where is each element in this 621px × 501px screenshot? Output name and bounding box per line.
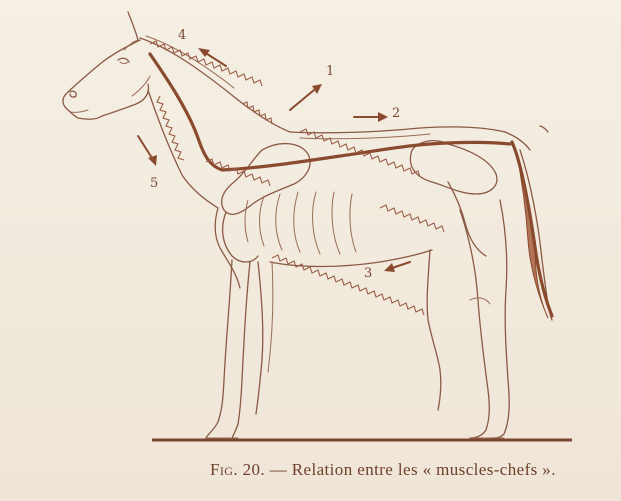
horse-outline bbox=[63, 12, 552, 438]
arrow-1-head bbox=[312, 84, 322, 94]
direction-arrows bbox=[138, 48, 548, 272]
arrow-3-head bbox=[384, 263, 395, 272]
tail-mark bbox=[540, 126, 548, 132]
arrow-2-head bbox=[378, 112, 388, 122]
label-3: 3 bbox=[364, 266, 372, 281]
label-2: 2 bbox=[392, 106, 400, 121]
label-5: 5 bbox=[150, 176, 158, 191]
label-4: 4 bbox=[178, 28, 186, 43]
muscle-zigzags bbox=[150, 41, 444, 315]
arrow-5-head bbox=[148, 155, 157, 166]
figure-caption: Fig. 20. — Relation entre les « muscles-… bbox=[210, 460, 610, 480]
caption-dash: — bbox=[270, 460, 287, 479]
arrow-1 bbox=[290, 90, 314, 110]
arrow-5 bbox=[138, 136, 152, 158]
muscle-chains bbox=[150, 54, 552, 316]
caption-text: Relation entre les « muscles-chefs ». bbox=[292, 460, 556, 479]
label-1: 1 bbox=[326, 64, 334, 79]
arrow-3 bbox=[392, 262, 410, 268]
caption-figure-number: Fig. 20. bbox=[210, 460, 265, 479]
